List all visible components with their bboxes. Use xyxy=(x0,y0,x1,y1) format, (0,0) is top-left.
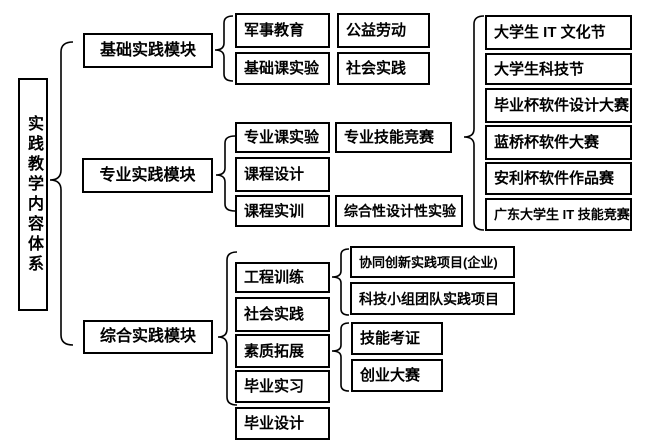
node-public-welfare-labor: 公益劳动 xyxy=(337,13,430,48)
node-collaborative-innovation-project: 协同创新实践项目(企业) xyxy=(350,246,515,278)
brace-basic-module xyxy=(214,15,234,82)
node-entrepreneurship-competition: 创业大赛 xyxy=(351,359,443,392)
brace-professional-module xyxy=(215,135,236,212)
node-social-practice-basic: 社会实践 xyxy=(337,52,430,85)
module-comprehensive-practice: 综合实践模块 xyxy=(83,320,213,354)
node-social-practice-comprehensive: 社会实践 xyxy=(235,297,330,332)
node-graduation-internship: 毕业实习 xyxy=(235,370,330,403)
module-basic-practice: 基础实践模块 xyxy=(83,33,213,68)
node-military-education: 军事教育 xyxy=(235,13,330,48)
module-professional-practice: 专业实践模块 xyxy=(82,158,213,193)
node-science-tech-festival: 大学生科技节 xyxy=(485,53,632,85)
node-guangdong-it-skills: 广东大学生 IT 技能竞赛 xyxy=(485,198,632,231)
node-it-culture-festival: 大学生 IT 文化节 xyxy=(485,15,632,50)
brace-root-to-modules xyxy=(49,41,74,346)
node-basic-course-experiment: 基础课实验 xyxy=(235,52,330,85)
node-course-design: 课程设计 xyxy=(235,157,330,192)
node-professional-course-experiment: 专业课实验 xyxy=(235,122,330,153)
node-engineering-training: 工程训练 xyxy=(235,262,330,293)
node-lanqiao-cup-software: 蓝桥杯软件大赛 xyxy=(485,125,632,160)
node-amway-cup-software-works: 安利杯软件作品赛 xyxy=(485,162,632,195)
node-skill-certification: 技能考证 xyxy=(351,322,443,355)
node-course-training: 课程实训 xyxy=(235,195,330,227)
root-node-practice-teaching-system: 实践教学内容体系 xyxy=(18,78,48,311)
node-tech-team-project: 科技小组团队实践项目 xyxy=(350,282,515,315)
node-biye-cup-software-design: 毕业杯软件设计大赛 xyxy=(485,88,632,123)
brace-quality-items xyxy=(331,322,350,392)
node-professional-skills-competition: 专业技能竞赛 xyxy=(335,122,452,153)
node-graduation-design: 毕业设计 xyxy=(235,407,330,440)
brace-engineering-projects xyxy=(331,248,350,316)
brace-competitions xyxy=(463,15,485,231)
node-comprehensive-design-experiment: 综合性设计性实验 xyxy=(335,195,463,227)
node-quality-development: 素质拓展 xyxy=(235,334,330,368)
